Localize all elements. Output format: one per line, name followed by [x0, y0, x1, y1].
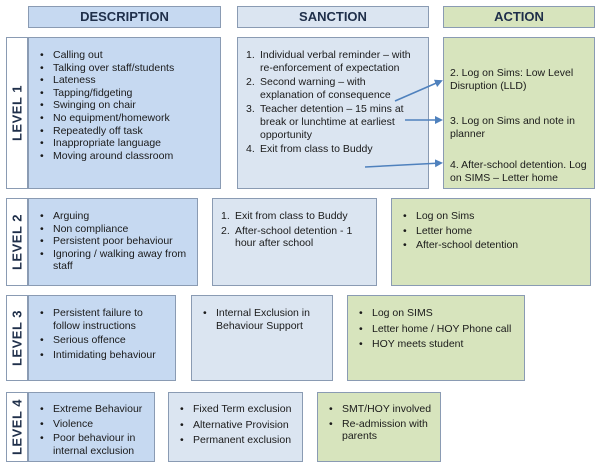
list-item: 1. Individual verbal reminder – with re-e…: [242, 49, 422, 74]
list-item: Tapping/fidgeting: [33, 87, 216, 100]
list-item: Non compliance: [33, 223, 193, 236]
list-item: 1. Exit from class to Buddy: [217, 210, 370, 223]
list-item: Inappropriate language: [33, 137, 216, 150]
level-3-sanction: Internal Exclusion in Behaviour Support: [191, 295, 333, 381]
list-item: 2. After-school detention - 1 hour after …: [217, 225, 370, 250]
list-item: Intimidating behaviour: [33, 349, 171, 362]
list-item: Internal Exclusion in Behaviour Support: [196, 307, 328, 332]
item-number: 4.: [246, 143, 255, 156]
list-item: 3. Teacher detention – 15 mins at break o…: [242, 103, 422, 141]
list-item: 4. Exit from class to Buddy: [242, 143, 422, 156]
level-2-action: Log on Sims Letter home After-school det…: [391, 198, 591, 286]
item-number: 3.: [246, 103, 255, 116]
item-number: 1.: [246, 49, 255, 61]
list-item: Moving around classroom: [33, 150, 216, 163]
item-text: Second warning – with explanation of con…: [260, 76, 391, 101]
item-text: Exit from class to Buddy: [260, 143, 373, 156]
level-4-sanction: Fixed Term exclusion Alternative Provisi…: [168, 392, 303, 462]
level-3-description: Persistent failure to follow instruction…: [28, 295, 176, 381]
header-sanction: SANCTION: [237, 6, 429, 28]
arrow-to-lld: [394, 79, 443, 102]
list-item: Extreme Behaviour: [33, 403, 150, 416]
item-text: Individual verbal reminder – with re-enf…: [260, 49, 411, 74]
level-4-description: Extreme Behaviour Violence Poor behaviou…: [28, 392, 155, 462]
list-item: Fixed Term exclusion: [173, 403, 298, 416]
item-text: Exit from class to Buddy: [235, 210, 348, 222]
list-item: Talking over staff/students: [33, 62, 216, 75]
list-item: Re-admission with parents: [322, 418, 436, 443]
list-item: SMT/HOY involved: [322, 403, 436, 416]
list-item: Swinging on chair: [33, 99, 216, 112]
list-item: Log on Sims: [396, 210, 586, 223]
level-2-description: Arguing Non compliance Persistent poor b…: [28, 198, 198, 286]
list-item: Poor behaviour in internal exclusion: [33, 432, 150, 457]
action-item: 4. After-school detention. Log on SIMS –…: [450, 159, 587, 184]
list-item: Violence: [33, 418, 150, 431]
list-item: Permanent exclusion: [173, 434, 298, 447]
level-4-label: LEVEL 4: [6, 392, 28, 462]
level-1-description: Calling out Talking over staff/students …: [28, 37, 221, 189]
header-action: ACTION: [443, 6, 595, 28]
item-number: 2.: [246, 76, 255, 89]
list-item: Letter home / HOY Phone call: [352, 323, 520, 336]
list-item: HOY meets student: [352, 338, 520, 351]
item-text: After-school detention - 1 hour after sc…: [235, 224, 353, 250]
action-item: 3. Log on Sims and note in planner: [450, 115, 575, 140]
list-item: Lateness: [33, 74, 216, 87]
list-item: Letter home: [396, 225, 586, 238]
level-3-label: LEVEL 3: [6, 295, 28, 381]
level-1-action: 2. Log on Sims: Low Level Disruption (LL…: [443, 37, 595, 189]
list-item: Alternative Provision: [173, 419, 298, 432]
action-item: 2. Log on Sims: Low Level Disruption (LL…: [450, 67, 574, 92]
header-description-label: DESCRIPTION: [80, 9, 169, 24]
item-text: Teacher detention – 15 mins at break or …: [260, 103, 404, 141]
list-item: Persistent poor behaviour: [33, 235, 193, 248]
level-1-sanction: 1. Individual verbal reminder – with re-e…: [237, 37, 429, 189]
list-item: Ignoring / walking away from staff: [33, 248, 193, 273]
list-item: After-school detention: [396, 239, 586, 252]
header-description: DESCRIPTION: [28, 6, 221, 28]
list-item: Calling out: [33, 49, 216, 62]
arrow-to-detention: [364, 159, 443, 168]
list-item: Log on SIMS: [352, 307, 520, 320]
item-number: 1.: [221, 210, 230, 222]
item-number: 2.: [221, 224, 230, 237]
header-action-label: ACTION: [494, 9, 544, 24]
list-item: No equipment/homework: [33, 112, 216, 125]
list-item: 2. Second warning – with explanation of c…: [242, 76, 422, 101]
list-item: Repeatedly off task: [33, 125, 216, 138]
list-item: Persistent failure to follow instruction…: [33, 307, 171, 332]
header-sanction-label: SANCTION: [299, 9, 367, 24]
level-2-sanction: 1. Exit from class to Buddy 2. After-schoo…: [212, 198, 377, 286]
list-item: Arguing: [33, 210, 193, 223]
list-item: Serious offence: [33, 334, 171, 347]
level-2-label: LEVEL 2: [6, 198, 28, 286]
level-4-action: SMT/HOY involved Re-admission with paren…: [317, 392, 441, 462]
level-1-label: LEVEL 1: [6, 37, 28, 189]
level-3-action: Log on SIMS Letter home / HOY Phone call…: [347, 295, 525, 381]
